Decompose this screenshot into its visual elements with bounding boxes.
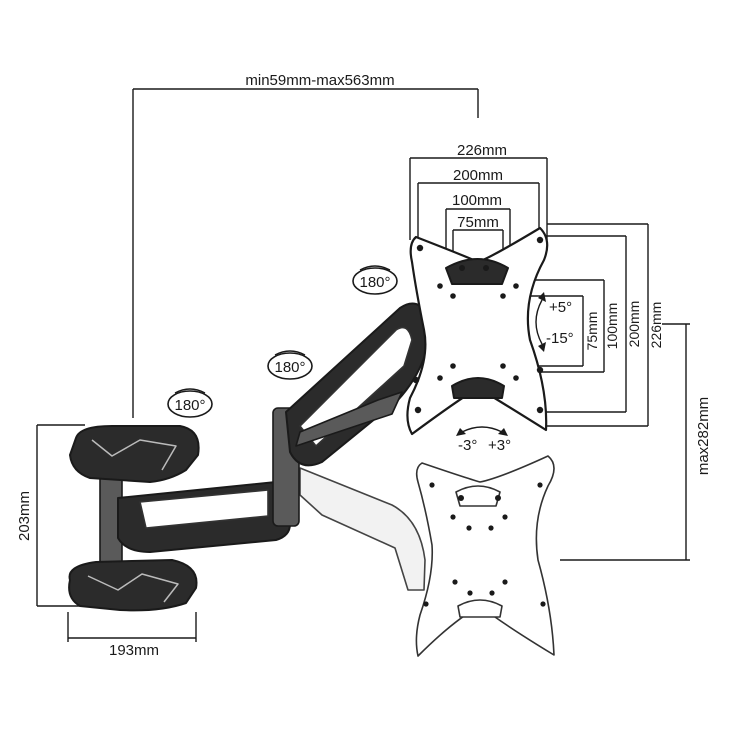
wall-base-top-cap — [69, 425, 200, 483]
width-75-label: 75mm — [457, 214, 499, 231]
max-height-label: max282mm — [695, 397, 712, 475]
width-226-label: 226mm — [457, 142, 507, 159]
svg-text:180°: 180° — [174, 397, 205, 414]
swivel-left-label: -3° — [458, 437, 477, 454]
tilt-indicator: +5° -15° — [535, 292, 574, 352]
svg-text:180°: 180° — [359, 274, 390, 291]
rotation-badge-middle: 180° — [267, 350, 313, 380]
first-arm — [117, 407, 300, 553]
base-width-label: 193mm — [109, 642, 159, 659]
wall-base-bottom-cap — [68, 559, 198, 612]
vesa-plate — [406, 226, 549, 436]
svg-text:180°: 180° — [274, 359, 305, 376]
wall-base — [68, 425, 200, 612]
extension-dimension: min59mm-max563mm — [132, 72, 479, 418]
rotation-badge-bottom: 180° — [167, 388, 213, 418]
tilt-up-label: +5° — [549, 299, 572, 316]
height-75-label: 75mm — [584, 312, 600, 351]
swivel-right-label: +3° — [488, 437, 511, 454]
rotation-badge-top: 180° — [352, 265, 398, 295]
base-height-label: 203mm — [16, 491, 33, 541]
base-dimensions: 203mm 193mm — [16, 424, 197, 659]
max-height-dimension: max282mm — [560, 323, 712, 561]
swivel-ghost — [299, 455, 555, 657]
height-226-label: 226mm — [648, 302, 664, 349]
swivel-indicator: -3° +3° — [456, 426, 511, 454]
width-200-label: 200mm — [453, 167, 503, 184]
height-100-label: 100mm — [604, 303, 620, 350]
extension-label: min59mm-max563mm — [245, 72, 394, 89]
ghost-vesa-plate — [415, 455, 555, 657]
width-100-label: 100mm — [452, 192, 502, 209]
height-200-label: 200mm — [626, 301, 642, 348]
tilt-down-label: -15° — [546, 330, 574, 347]
gas-spring-arm — [285, 302, 429, 467]
